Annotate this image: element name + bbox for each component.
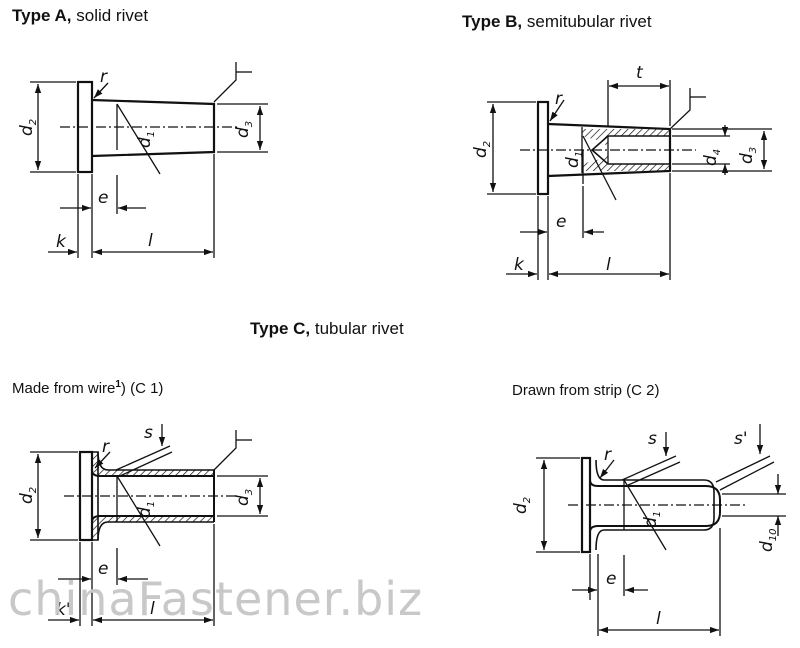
- label-d3-b: d3: [737, 147, 759, 164]
- svg-text:d1: d1: [563, 151, 585, 168]
- label-e-b: e: [556, 212, 566, 232]
- label-l-b: l: [606, 255, 611, 275]
- label-k-a: k: [56, 232, 67, 252]
- label-t-b: t: [636, 63, 644, 83]
- label-d2-c1: d2: [17, 487, 39, 504]
- labels: r e k l d2 d1 d3 r t e k l d2 d1 d4 d3 r…: [17, 63, 779, 629]
- c2-subtitle: Drawn from strip (C 2): [512, 382, 660, 399]
- label-r-a: r: [100, 67, 108, 87]
- label-e-a: e: [98, 188, 108, 208]
- label-k-prime-c1: k': [56, 600, 71, 620]
- label-l-c1: l: [150, 599, 155, 619]
- label-s-prime-c2: s': [734, 429, 748, 449]
- type-a-drawing: [30, 62, 268, 258]
- label-d1-c1: d1: [135, 501, 157, 518]
- label-d4-b: d4: [701, 149, 723, 166]
- svg-text:d3: d3: [233, 121, 255, 138]
- label-r-b: r: [555, 89, 563, 109]
- label-e-c2: e: [606, 569, 616, 589]
- type-c2-drawing: [536, 424, 786, 636]
- svg-text:d2: d2: [17, 119, 39, 136]
- watermark: chinaFastener.biz: [8, 572, 424, 626]
- type-c1-drawing: [30, 424, 268, 626]
- label-r-c2: r: [604, 445, 612, 465]
- svg-text:d10: d10: [757, 528, 779, 552]
- label-l-c2: l: [656, 609, 661, 629]
- label-r-c1: r: [102, 437, 110, 457]
- label-d2-a: d2: [17, 119, 39, 136]
- svg-text:d4: d4: [701, 149, 723, 166]
- label-k-b: k: [514, 255, 525, 275]
- svg-text:d2: d2: [511, 497, 533, 514]
- svg-text:d1: d1: [641, 511, 663, 528]
- svg-text:d2: d2: [471, 141, 493, 158]
- type-c-title: Type C, tubular rivet: [250, 319, 404, 338]
- svg-text:d3: d3: [233, 489, 255, 506]
- label-d1-c2: d1: [641, 511, 663, 528]
- label-d3-c1: d3: [233, 489, 255, 506]
- svg-text:d3: d3: [737, 147, 759, 164]
- label-e-c1: e: [98, 559, 108, 579]
- c1-subtitle: Made from wire1) (C 1): [12, 379, 164, 397]
- label-d10-c2: d10: [757, 528, 779, 552]
- svg-text:d1: d1: [135, 501, 157, 518]
- label-s-c1: s: [144, 423, 153, 443]
- label-d1-a: d1: [135, 131, 157, 148]
- label-d3-a: d3: [233, 121, 255, 138]
- label-d2-b: d2: [471, 141, 493, 158]
- type-b-drawing: [487, 80, 772, 280]
- label-s-c2: s: [648, 429, 657, 449]
- svg-text:d2: d2: [17, 487, 39, 504]
- label-d1-b: d1: [563, 151, 585, 168]
- label-d2-c2: d2: [511, 497, 533, 514]
- svg-text:d1: d1: [135, 131, 157, 148]
- label-l-a: l: [148, 231, 153, 251]
- type-b-title: Type B, semitubular rivet: [462, 12, 652, 31]
- type-a-title: Type A, solid rivet: [12, 6, 149, 25]
